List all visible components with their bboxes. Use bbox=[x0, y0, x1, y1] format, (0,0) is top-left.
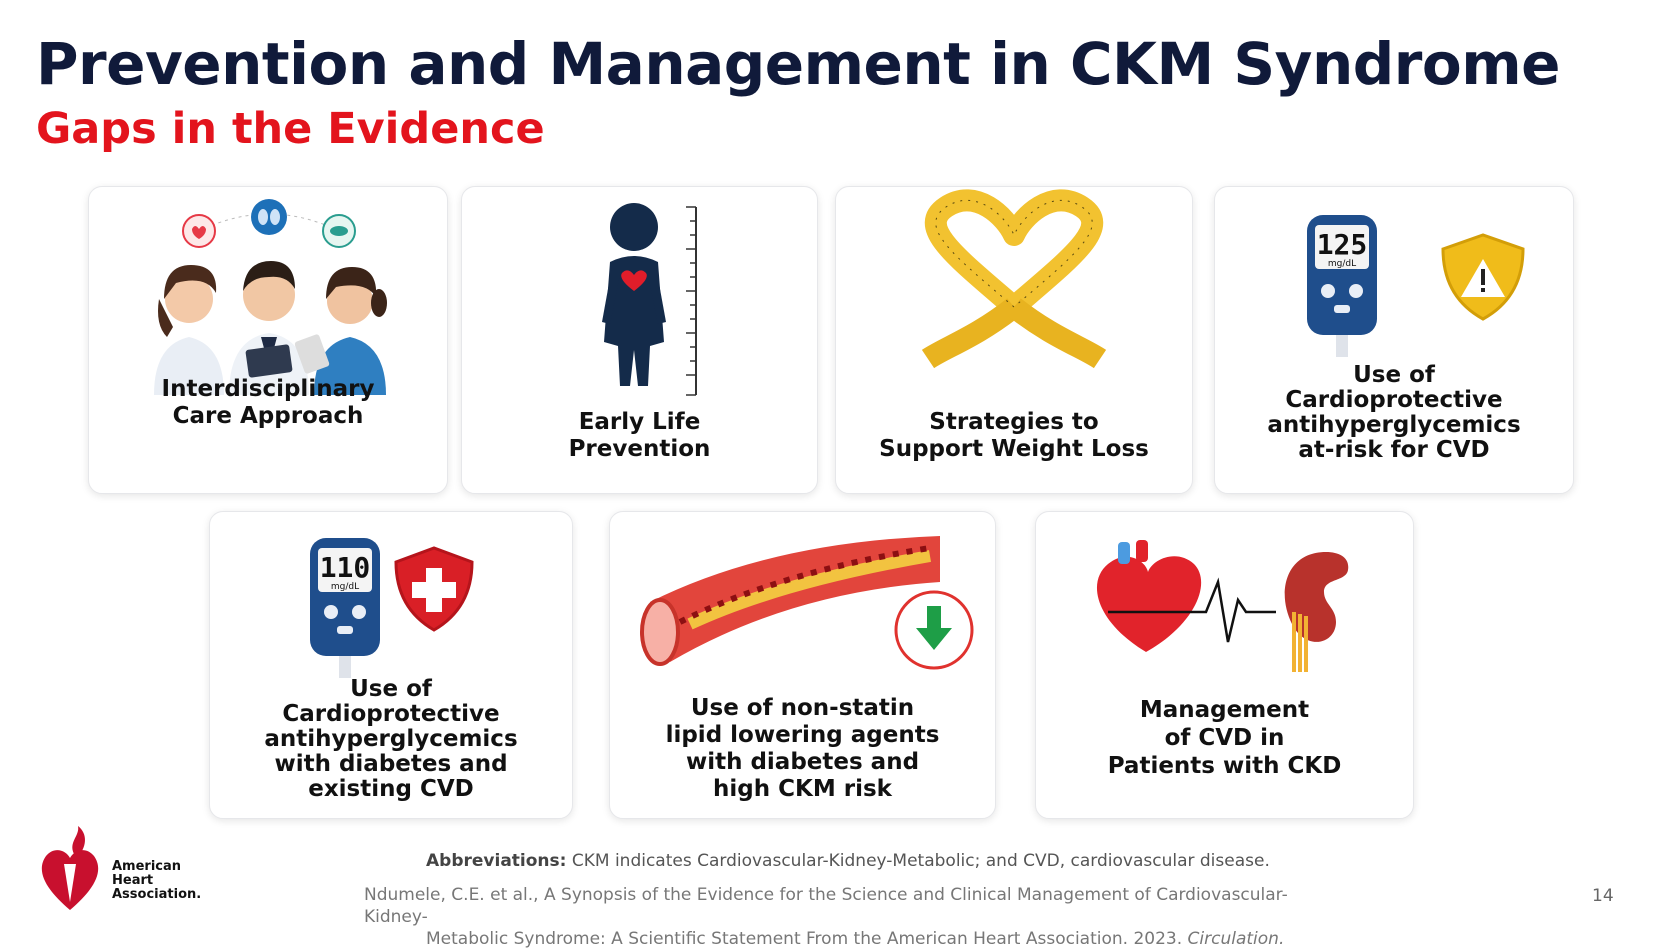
glucose-unit: mg/dL bbox=[1328, 259, 1356, 269]
glucose-meter-shield-icon: 110 mg/dL bbox=[310, 538, 474, 678]
tape-measure-heart-icon bbox=[921, 189, 1107, 369]
citation: Ndumele, C.E. et al., A Synopsis of the … bbox=[364, 885, 1288, 949]
slide-title: Prevention and Management in CKM Syndrom… bbox=[36, 30, 1560, 98]
abbreviations-note: Abbreviations: CKM indicates Cardiovascu… bbox=[426, 851, 1270, 871]
child-height-illustration bbox=[602, 203, 697, 396]
slide-subtitle: Gaps in the Evidence bbox=[36, 104, 545, 154]
glucose-meter-warning-icon: 125 mg/dL bbox=[1307, 215, 1525, 357]
aha-torch-heart-logo bbox=[41, 826, 99, 910]
care-team-illustration bbox=[154, 199, 387, 395]
glucose-reading: 125 bbox=[1317, 228, 1368, 261]
glucose-reading: 110 bbox=[320, 551, 371, 584]
glucose-unit: mg/dL bbox=[331, 582, 359, 592]
heart-kidney-ecg-icon bbox=[1096, 540, 1349, 672]
page-number: 14 bbox=[1592, 886, 1614, 906]
artery-plaque-icon bbox=[640, 536, 974, 670]
